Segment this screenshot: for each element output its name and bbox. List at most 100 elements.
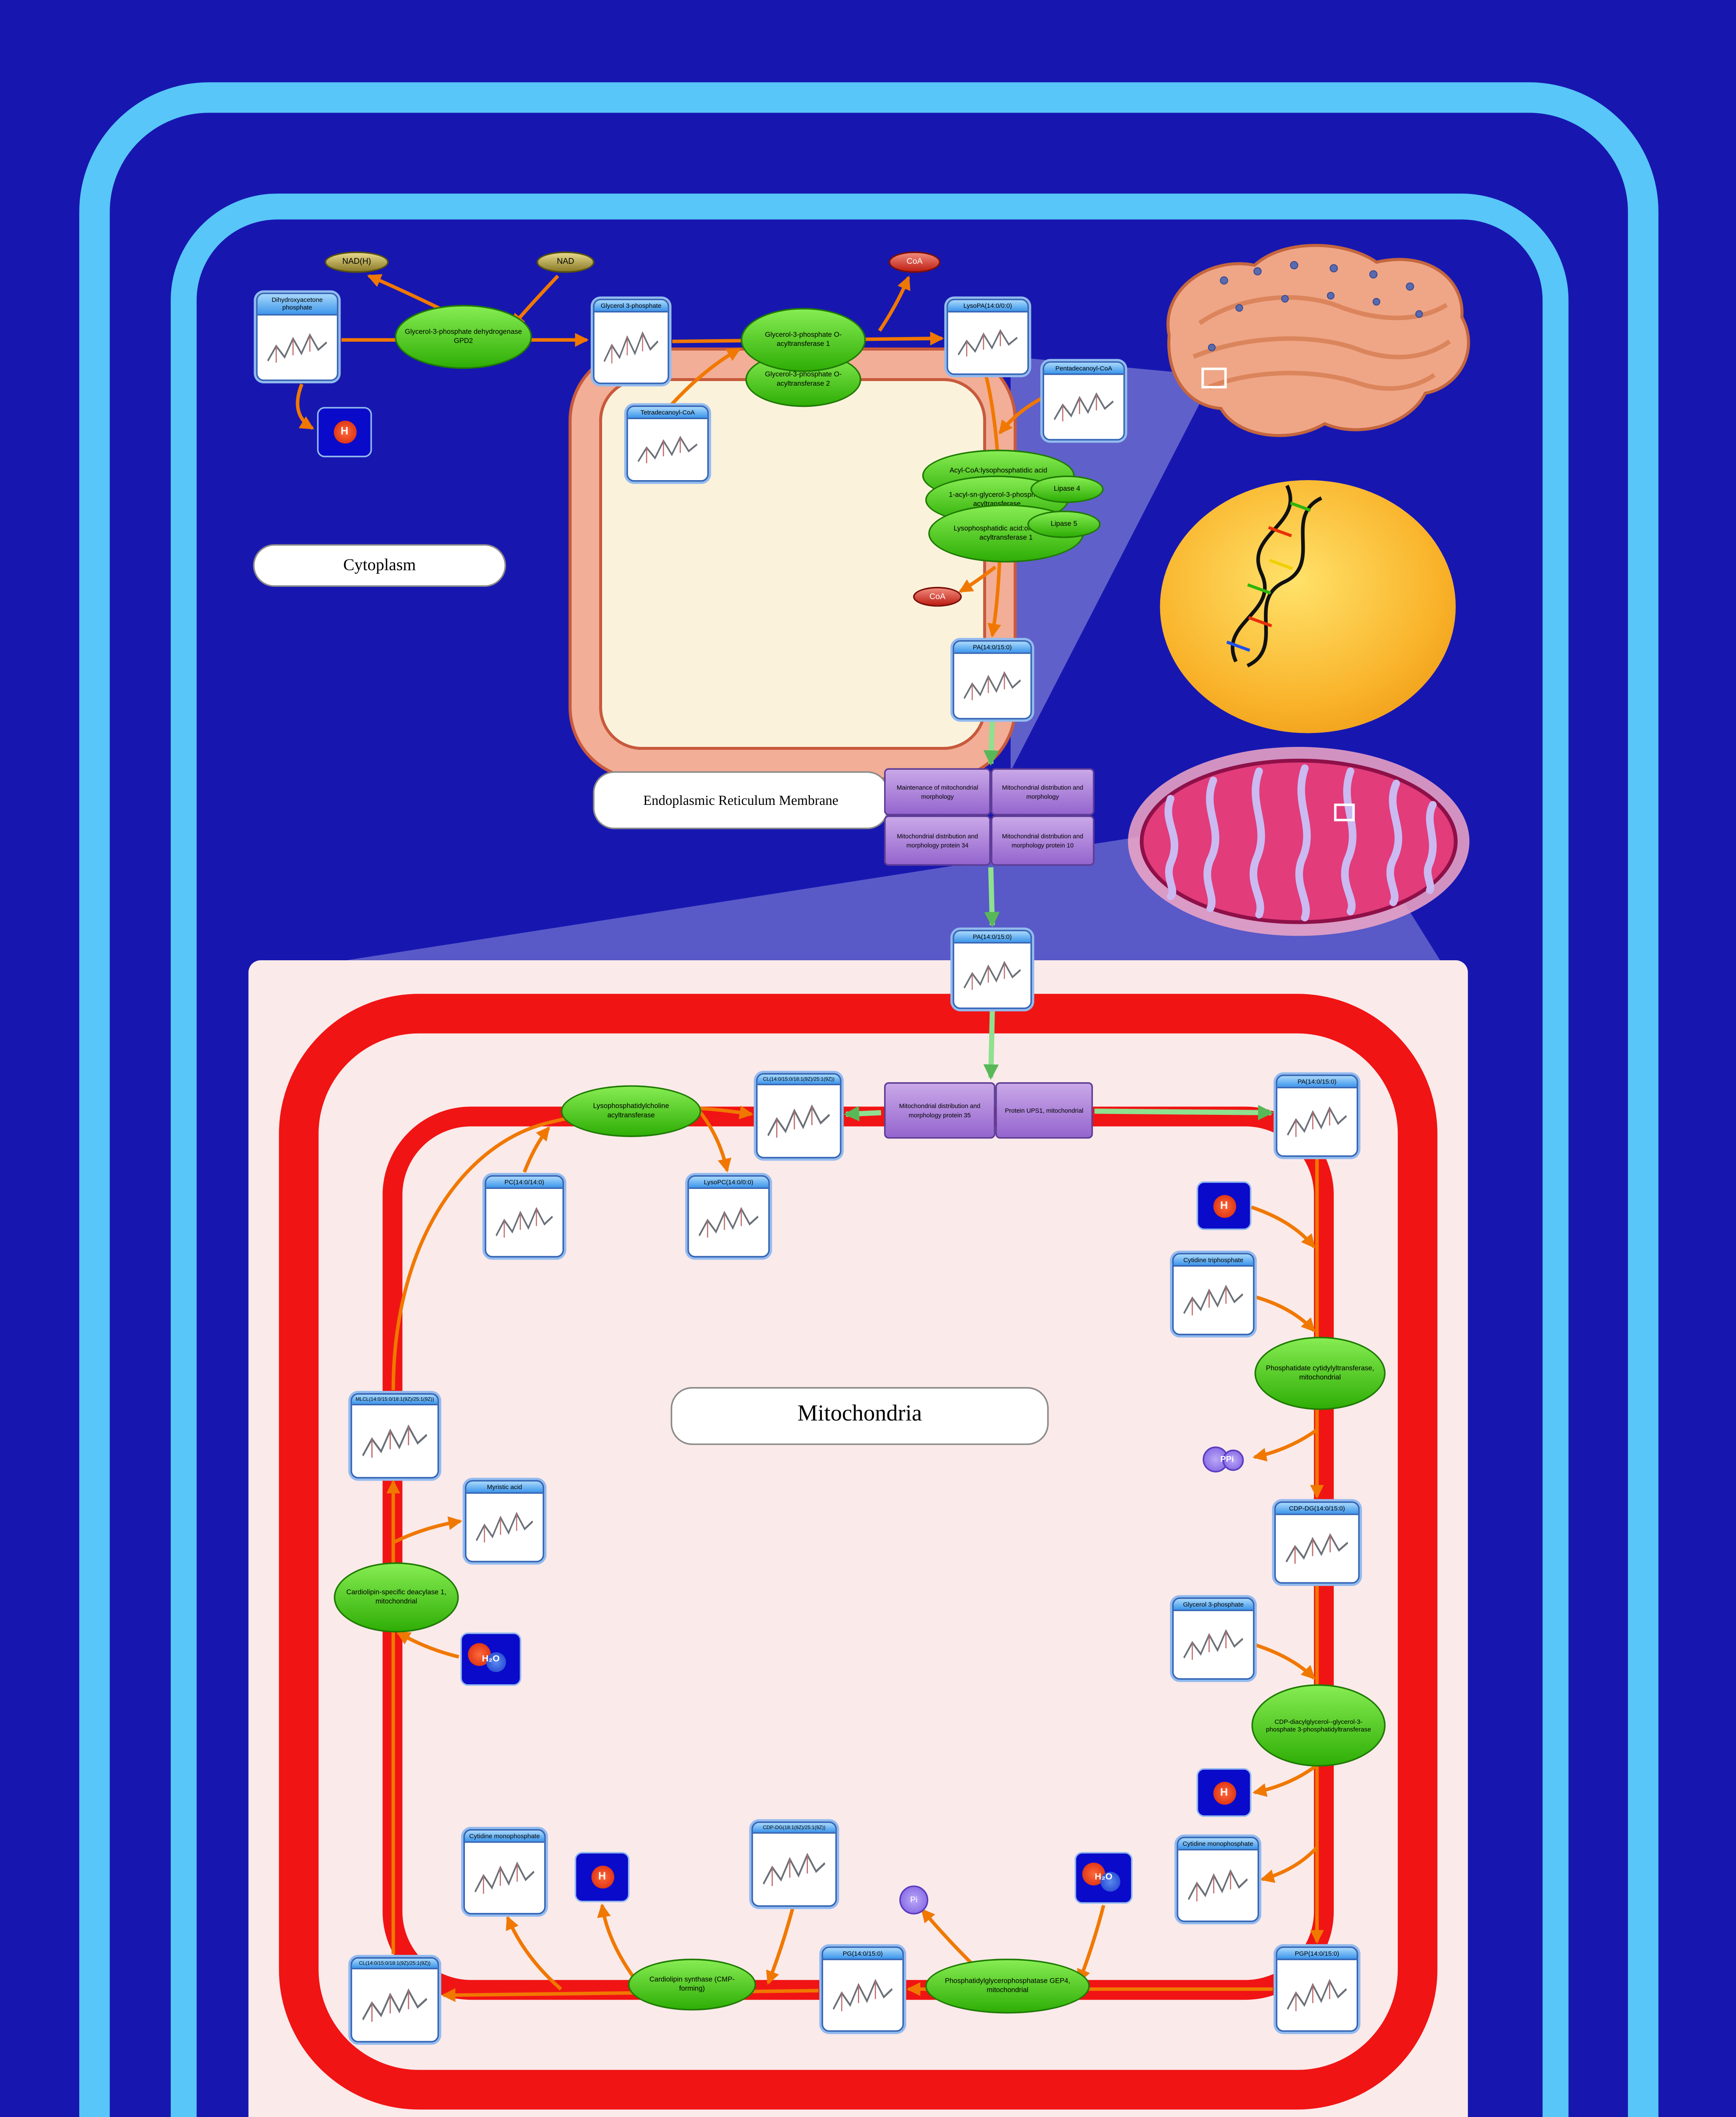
structure-drawing [1282,1965,1352,2026]
enzyme-lipase4[interactable]: Lipase 4 [1030,475,1104,503]
metabolite-node-cmp-left[interactable]: Cytidine monophosphate [463,1829,546,1915]
enzyme-cds[interactable]: Phosphatidate cytidylyltransferase, mito… [1254,1337,1386,1410]
metabolite-node-tetradecanoyl-coa[interactable]: Tetradecanoyl-CoA [626,405,709,482]
metabolite-node-pa-mid[interactable]: PA(14:0/15:0) [953,930,1032,1009]
hydrogen-dot [1100,1871,1120,1892]
h-label: H [333,420,356,444]
enzyme-lpcat[interactable]: Lysophosphatidylcholine acyltransferase [561,1085,701,1137]
protein-box-mdm12[interactable]: Mitochondrial distribution and morpholog… [991,768,1095,815]
structure-drawing [1183,1855,1253,1916]
metabolite-node-cmp-right[interactable]: Cytidine monophosphate [1177,1837,1259,1922]
enzyme-cld1[interactable]: Cardiolipin-specific deacylase 1, mitoch… [334,1562,459,1633]
structure-drawing [1049,380,1119,434]
protein-box-mmm1[interactable]: Maintenance of mitochondrial morphology [884,768,991,815]
structure-drawing [1178,1616,1249,1674]
metabolite-label: Tetradecanoyl-CoA [628,407,708,420]
h-label: H [1212,1194,1236,1217]
protein-box-mdm35[interactable]: Mitochondrial distribution and morpholog… [884,1082,995,1139]
proton-icon[interactable]: H [575,1852,630,1902]
structure-drawing [599,318,663,378]
er-membrane-label: Endoplasmic Reticulum Membrane [593,771,889,829]
cell-inner-membrane [171,193,1569,2117]
metabolite-node-cdp-dg-right[interactable]: CDP-DG(14:0/15:0) [1274,1501,1360,1584]
cofactor-nadh[interactable]: NAD(H) [324,251,389,273]
metabolite-node-pgp[interactable]: PGP(14:0/15:0) [1276,1946,1358,2032]
pi-icon[interactable]: Pi [899,1885,929,1915]
structure-drawing [762,1090,835,1152]
water-icon[interactable]: H₂O [460,1632,522,1686]
metabolite-label: PA(14:0/15:0) [1277,1076,1357,1089]
er-illustration [1167,244,1470,437]
metabolite-label: PG(14:0/15:0) [823,1948,903,1961]
protein-box-ups1[interactable]: Protein UPS1, mitochondrial [995,1082,1093,1139]
metabolite-label: LysoPA(14:0/0:0) [948,300,1028,313]
structure-drawing [262,319,332,375]
metabolite-node-lysopc[interactable]: LysoPC(14:0/0:0) [687,1175,770,1257]
protein-box-mdm34[interactable]: Mitochondrial distribution and morpholog… [884,815,991,866]
metabolite-label: Cytidine monophosphate [465,1830,545,1843]
metabolite-node-pa-er[interactable]: PA(14:0/15:0) [953,640,1032,720]
water-icon[interactable]: H₂O [1075,1852,1133,1904]
metabolite-node-g3p-mito[interactable]: Glycerol 3-phosphate [1172,1597,1255,1680]
metabolite-label: Glycerol 3-phosphate [1174,1599,1253,1612]
metabolite-label: Pentadecanoyl-CoA [1044,362,1124,376]
metabolite-node-pentadecanoyl-coa[interactable]: Pentadecanoyl-CoA [1042,361,1125,441]
metabolite-node-ctp[interactable]: Cytidine triphosphate [1172,1253,1255,1335]
metabolite-node-pa-mito[interactable]: PA(14:0/15:0) [1276,1075,1358,1157]
cofactor-coa-mid[interactable]: CoA [913,587,962,607]
metabolite-node-pg[interactable]: PG(14:0/15:0) [821,1946,904,2032]
metabolite-node-myristic-acid[interactable]: Myristic acid [465,1480,545,1562]
h-label: H [1212,1781,1236,1804]
green-transport-arrows [843,721,1274,1122]
mitochondrion-illustration [1128,747,1470,936]
hydrogen-dot [486,1652,506,1672]
protein-box-mdm10[interactable]: Mitochondrial distribution and morpholog… [991,815,1095,866]
structure-drawing [470,1848,540,1908]
structure-drawing [357,1410,433,1472]
enzyme-pgs1[interactable]: CDP-diacylglycerol--glycerol-3-phosphate… [1251,1684,1386,1767]
proton-icon[interactable]: H [1197,1768,1252,1817]
cell-outer-membrane [79,82,1659,2117]
metabolite-label: Cytidine monophosphate [1178,1838,1258,1851]
cytoplasm-label: Cytoplasm [253,544,506,587]
metabolite-label: MLCL(14:0/15:0/18:1(9Z)/25:1(9Z)) [352,1395,438,1406]
mitochondria-label: Mitochondria [671,1387,1049,1445]
metabolite-label: CL(14:0/15:0/18:1(9Z)/25:1(9Z)) [757,1075,840,1086]
structure-drawing [491,1194,558,1252]
metabolite-label: PA(14:0/15:0) [954,931,1031,944]
structure-drawing [471,1499,538,1556]
enzyme-cardiolipin-synthase[interactable]: Cardiolipin synthase (CMP-forming) [628,1959,756,2011]
enzyme-gpd2[interactable]: Glycerol-3-phosphate dehydrogenase GPD2 [395,305,532,369]
cofactor-nad[interactable]: NAD [536,251,594,273]
metabolite-node-mlcl[interactable]: MLCL(14:0/15:0/18:1(9Z)/25:1(9Z)) [351,1393,439,1479]
metabolite-node-cdp-dg-bottom[interactable]: CDP-DG(18:1(9Z)/25:1(9Z)) [751,1821,837,1907]
structure-drawing [757,1838,831,1901]
nucleus-illustration [1160,480,1456,733]
structure-drawing [1282,1093,1352,1151]
metabolite-node-cl-bottom[interactable]: CL(14:0/15:0/18:1(9Z)/25:1(9Z)) [351,1957,439,2042]
structure-drawing [1178,1271,1249,1329]
metabolite-node-dhap[interactable]: Dihydroxyacetone phosphate [256,293,339,381]
metabolite-label: PA(14:0/15:0) [954,641,1031,655]
structure-drawing [1280,1520,1354,1578]
metabolite-node-cl-top[interactable]: CL(14:0/15:0/18:1(9Z)/25:1(9Z)) [756,1073,842,1158]
metabolite-node-g3p[interactable]: Glycerol 3-phosphate [593,298,669,384]
metabolite-label: CL(14:0/15:0/18:1(9Z)/25:1(9Z)) [352,1959,438,1970]
ppi-label: PPi [1220,1455,1234,1464]
metabolite-node-pc[interactable]: PC(14:0/14:0) [484,1175,564,1257]
proton-icon[interactable]: H [317,407,372,457]
cofactor-coa-top[interactable]: CoA [888,251,941,273]
zoom-source-rect [1201,368,1227,389]
enzyme-lipase5[interactable]: Lipase 5 [1027,511,1101,538]
metabolite-label: PGP(14:0/15:0) [1277,1948,1357,1961]
ppi-icon[interactable]: PPi [1202,1445,1251,1474]
proton-icon[interactable]: H [1197,1181,1252,1230]
h-label: H [591,1866,614,1889]
metabolite-label: Glycerol 3-phosphate [594,300,668,313]
metabolite-node-lysopa[interactable]: LysoPA(14:0/0:0) [946,298,1029,375]
mitochondria-box [248,960,1468,2117]
enzyme-gep4[interactable]: Phosphatidylglycerophosphatase GEP4, mit… [925,1959,1090,2014]
metabolite-label: Cytidine triphosphate [1174,1254,1253,1267]
enzyme-gpat1[interactable]: Glycerol-3-phosphate O-acyltransferase 1 [741,308,866,372]
